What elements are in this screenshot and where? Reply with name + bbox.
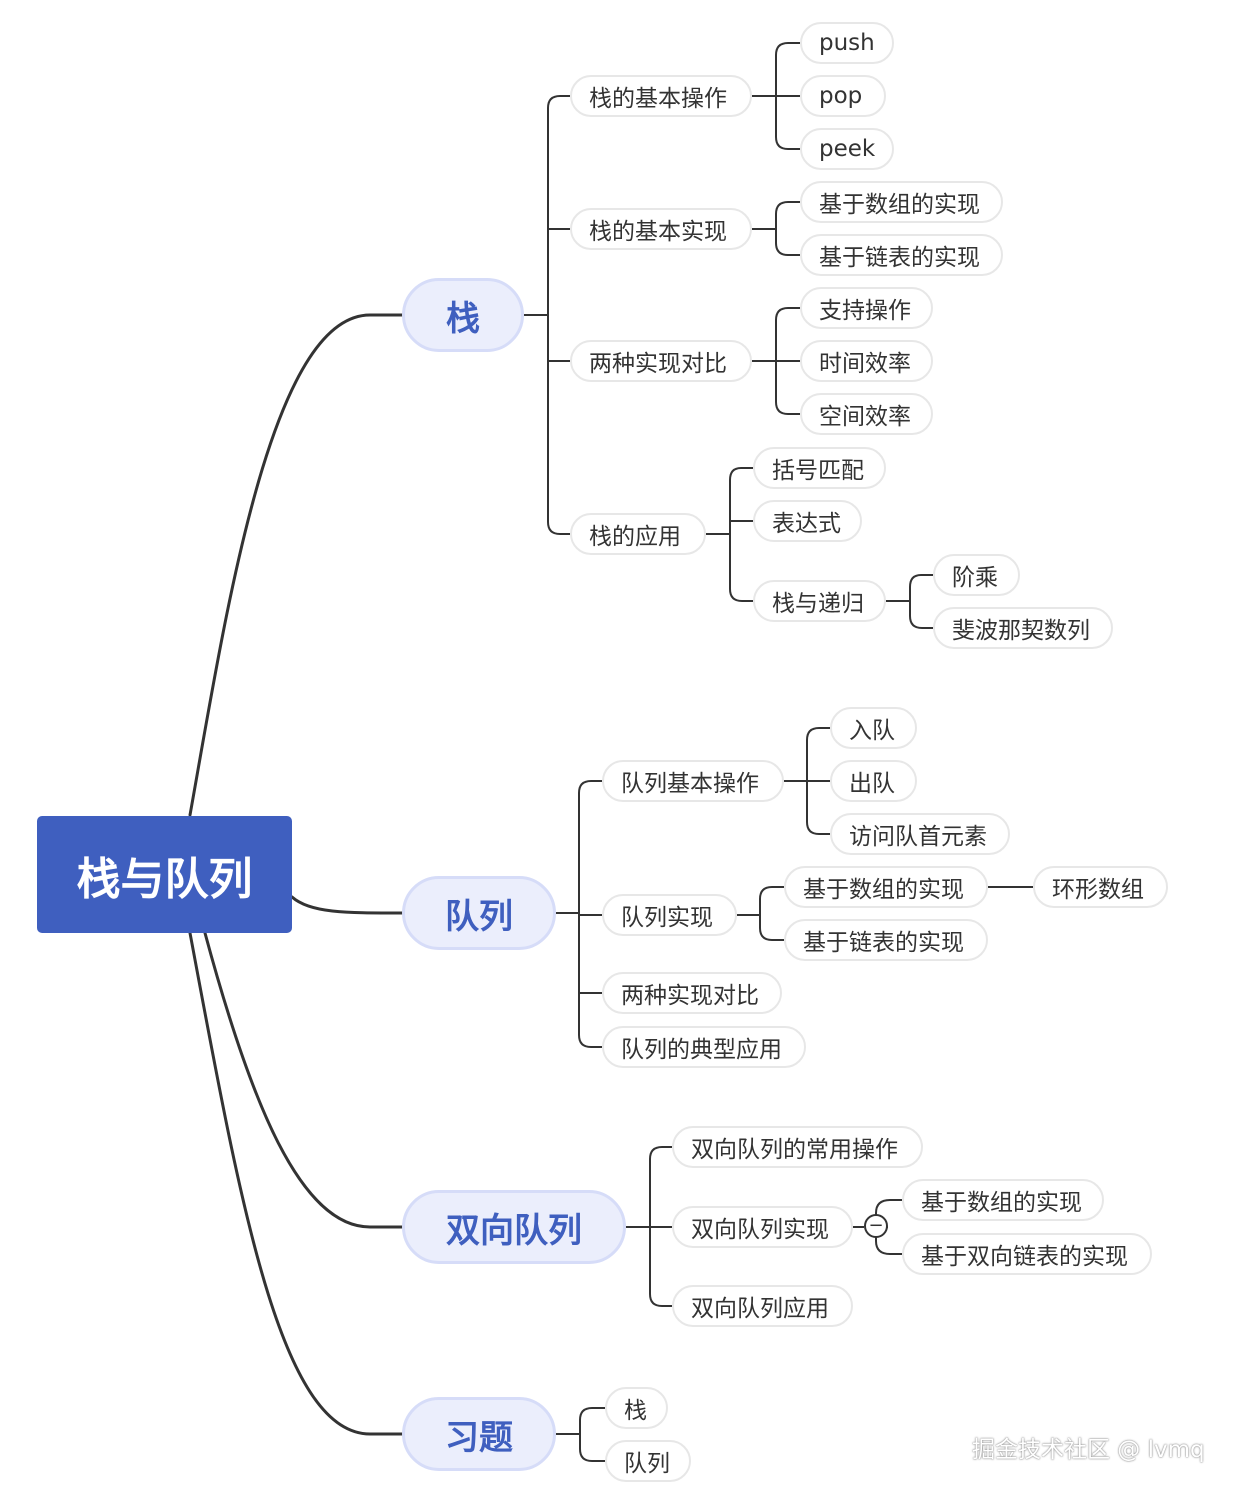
node-stack-compare[interactable]: 两种实现对比 <box>570 340 752 382</box>
node-circular-array[interactable]: 环形数组 <box>1033 866 1168 908</box>
node-deque-impl[interactable]: 双向队列实现 <box>672 1206 853 1248</box>
node-deque-array-impl[interactable]: 基于数组的实现 <box>902 1179 1104 1221</box>
node-queue-array-impl[interactable]: 基于数组的实现 <box>784 866 988 908</box>
node-factorial[interactable]: 阶乘 <box>933 554 1020 596</box>
node-stack-linked-impl[interactable]: 基于链表的实现 <box>800 234 1003 276</box>
node-stack-ops[interactable]: 栈的基本操作 <box>570 75 752 117</box>
node-deque-ops[interactable]: 双向队列的常用操作 <box>672 1126 923 1168</box>
edge-root-exercises <box>188 931 404 1436</box>
edge-stack-recursion <box>886 574 933 629</box>
branch-exercises[interactable]: 习题 <box>402 1397 556 1471</box>
node-deque-apps[interactable]: 双向队列应用 <box>672 1285 853 1327</box>
edge-stack-bus <box>524 95 570 535</box>
watermark: 掘金技术社区 @ lvmq <box>972 1437 1205 1463</box>
node-peek-front[interactable]: 访问队首元素 <box>830 813 1010 855</box>
node-fibonacci[interactable]: 斐波那契数列 <box>933 607 1113 649</box>
node-exercise-stack[interactable]: 栈 <box>605 1387 668 1429</box>
branch-stack[interactable]: 栈 <box>402 278 524 352</box>
collapse-icon[interactable]: − <box>864 1214 888 1238</box>
node-space-efficiency[interactable]: 空间效率 <box>800 393 933 435</box>
root-node[interactable]: 栈与队列 <box>37 816 292 933</box>
node-stack-apps[interactable]: 栈的应用 <box>570 513 706 555</box>
edge-root-deque <box>203 931 404 1229</box>
edge-queue-bus <box>556 780 602 1048</box>
node-stack-impl[interactable]: 栈的基本实现 <box>570 208 752 250</box>
node-queue-linked-impl[interactable]: 基于链表的实现 <box>784 919 988 961</box>
node-stack-recursion[interactable]: 栈与递归 <box>753 580 886 622</box>
edge-deque-bus <box>626 1146 672 1307</box>
edge-root-queue <box>290 895 404 915</box>
edge-stack-compare <box>752 307 800 415</box>
node-bracket-matching[interactable]: 括号匹配 <box>753 447 886 489</box>
node-expression[interactable]: 表达式 <box>753 500 862 542</box>
node-deque-linked-impl[interactable]: 基于双向链表的实现 <box>902 1233 1152 1275</box>
node-queue-apps[interactable]: 队列的典型应用 <box>602 1026 806 1068</box>
node-stack-array-impl[interactable]: 基于数组的实现 <box>800 181 1003 223</box>
edge-root-stack <box>188 313 404 817</box>
edge-stack-impl <box>752 201 800 256</box>
node-push[interactable]: push <box>800 22 894 64</box>
node-supported-ops[interactable]: 支持操作 <box>800 287 933 329</box>
node-exercise-queue[interactable]: 队列 <box>605 1440 691 1482</box>
node-queue-impl[interactable]: 队列实现 <box>602 894 737 936</box>
node-time-efficiency[interactable]: 时间效率 <box>800 340 933 382</box>
node-dequeue[interactable]: 出队 <box>830 760 917 802</box>
node-peek[interactable]: peek <box>800 128 894 170</box>
node-enqueue[interactable]: 入队 <box>830 707 917 749</box>
branch-deque[interactable]: 双向队列 <box>402 1190 626 1264</box>
node-pop[interactable]: pop <box>800 75 886 117</box>
node-queue-compare[interactable]: 两种实现对比 <box>602 972 782 1014</box>
edge-queue-impl <box>737 886 784 941</box>
edge-queue-ops <box>784 727 830 835</box>
branch-queue[interactable]: 队列 <box>402 876 556 950</box>
edge-exercises-bus <box>556 1407 605 1462</box>
edge-stack-apps <box>706 467 753 602</box>
node-queue-ops[interactable]: 队列基本操作 <box>602 760 784 802</box>
edge-stack-ops <box>752 42 800 150</box>
